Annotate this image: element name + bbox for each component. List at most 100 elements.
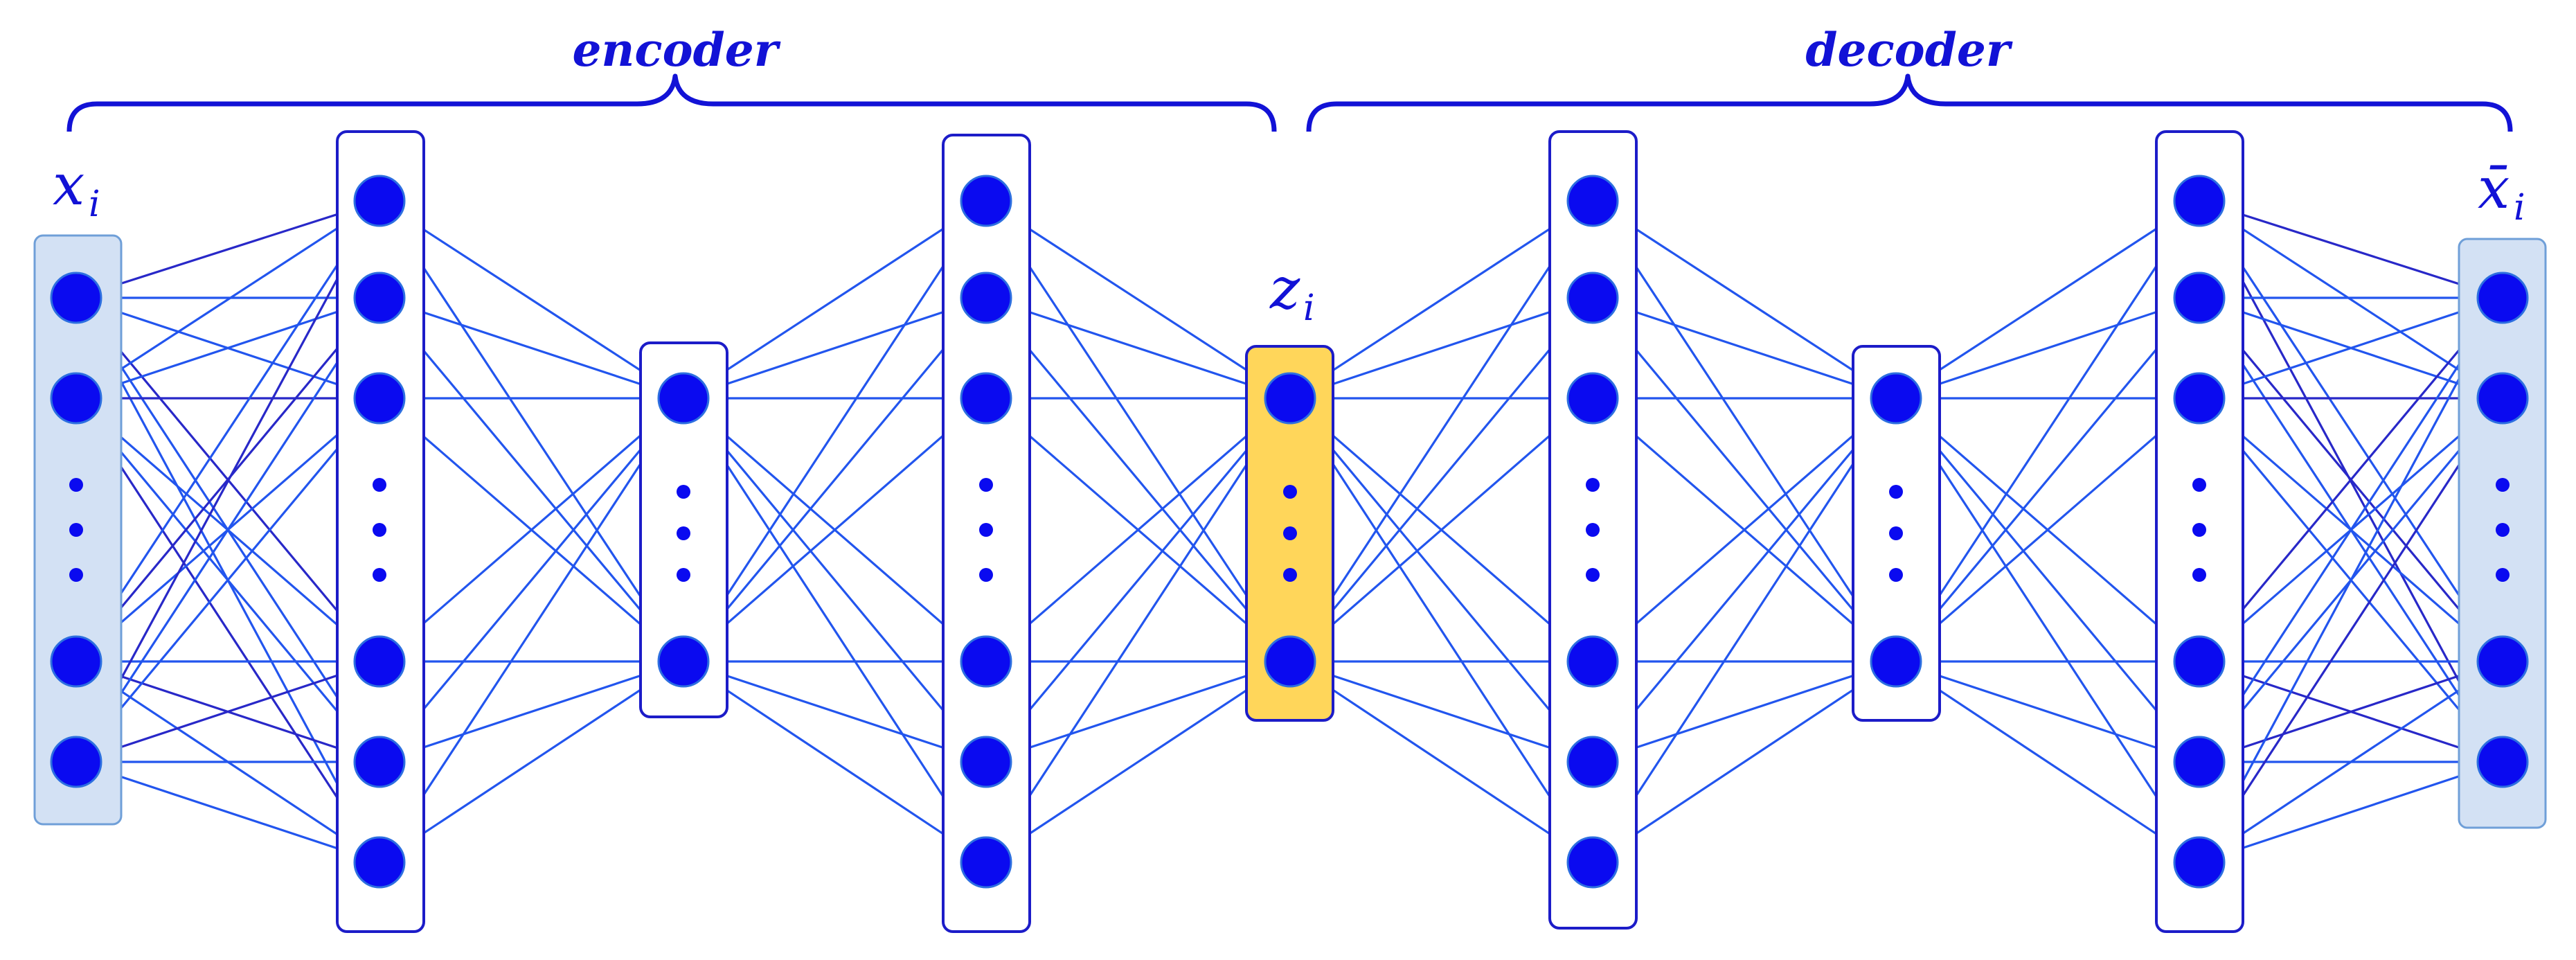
connection-line <box>1591 200 1897 662</box>
neuron-output-1 <box>2476 272 2529 324</box>
neuron-output-2 <box>2476 372 2529 425</box>
connection-line <box>683 296 987 400</box>
connection-line <box>378 200 685 662</box>
connection-line <box>985 296 1291 663</box>
connection-line <box>2199 199 2503 299</box>
ellipsis-dot <box>373 523 386 537</box>
neuron-latent-2 <box>1264 635 1316 688</box>
input-label: x i <box>53 152 100 225</box>
ellipsis-dot <box>677 485 690 499</box>
ellipsis-dot <box>1889 526 1903 540</box>
connection-line <box>1895 296 2200 400</box>
connection-line <box>75 660 380 763</box>
neuron-hidden-1-3 <box>353 372 406 425</box>
connection-line <box>379 296 684 400</box>
connection-line <box>985 199 1291 400</box>
connection-line <box>378 397 685 763</box>
connection-line <box>379 660 684 864</box>
connection-line <box>1591 296 1897 663</box>
neuron-hidden-1-1 <box>353 175 406 227</box>
connection-line <box>1592 660 1897 864</box>
connection-line <box>2199 296 2503 400</box>
neuron-hidden-3-5 <box>960 736 1012 788</box>
connection-line <box>75 398 381 863</box>
connection-line <box>1289 397 1594 663</box>
ellipsis-dot <box>1889 485 1903 499</box>
connection-line <box>1591 397 1897 763</box>
ellipsis-dot <box>2192 523 2206 537</box>
connection-line <box>1289 199 1593 400</box>
ellipsis-dot <box>2496 478 2510 492</box>
ellipsis-dot <box>979 478 993 492</box>
ellipsis-dot <box>979 523 993 537</box>
neuron-latent-1 <box>1264 372 1316 425</box>
connection-line <box>1895 397 2201 763</box>
output-label-sub: i <box>2514 187 2525 229</box>
connections <box>75 199 2504 864</box>
connection-line <box>1592 296 1897 400</box>
connection-line <box>682 200 987 662</box>
ellipsis-dot <box>677 568 690 582</box>
connection-line <box>1592 199 1897 400</box>
neuron-hidden-3-1 <box>960 175 1012 227</box>
ellipsis-dot <box>2496 568 2510 582</box>
connection-line <box>75 297 381 763</box>
neuron-hidden-4-6 <box>1566 836 1619 889</box>
neuron-hidden-6-6 <box>2173 836 2226 889</box>
neuron-hidden-6-3 <box>2173 372 2226 425</box>
connection-line <box>1289 296 1594 663</box>
input-label-main: x <box>53 152 84 218</box>
connection-line <box>75 296 380 400</box>
encoder-brace <box>66 73 1277 132</box>
connection-line <box>1289 397 1594 763</box>
neuron-hidden-4-2 <box>1566 272 1619 324</box>
connection-line <box>683 660 987 864</box>
connection-line <box>1592 660 1897 763</box>
connection-line <box>2199 660 2503 864</box>
encoder-label: encoder <box>572 23 780 77</box>
neuron-hidden-2-1 <box>657 372 710 425</box>
input-label-sub: i <box>89 184 100 225</box>
neuron-hidden-1-4 <box>353 635 406 688</box>
connection-line <box>2198 398 2504 863</box>
connection-line <box>1895 200 2201 662</box>
ellipsis-dot <box>69 523 83 537</box>
latent-label-sub: i <box>1303 287 1315 329</box>
ellipsis-dot <box>2496 523 2510 537</box>
connection-line <box>2198 297 2504 763</box>
connection-line <box>683 199 987 400</box>
connection-line <box>1289 660 1593 763</box>
connection-line <box>1895 398 2201 863</box>
neuron-hidden-4-3 <box>1566 372 1619 425</box>
neuron-input-3 <box>50 635 102 688</box>
connection-line <box>1895 296 2201 663</box>
connection-line <box>379 660 684 763</box>
connection-line <box>682 397 987 763</box>
connection-line <box>985 660 1291 763</box>
ellipsis-dot <box>1586 478 1600 492</box>
connection-line <box>75 200 381 662</box>
neurons <box>50 175 2529 889</box>
connection-line <box>1591 397 1897 663</box>
ellipsis-dot <box>2192 568 2206 582</box>
neuron-output-4 <box>2476 736 2529 788</box>
connection-line <box>985 397 1291 663</box>
ellipsis-dot <box>1283 526 1297 540</box>
connection-line <box>75 397 381 763</box>
output-label: x̄ i <box>2478 156 2525 229</box>
ellipsis-dot <box>69 478 83 492</box>
connection-line <box>2198 200 2504 662</box>
neuron-hidden-6-2 <box>2173 272 2226 324</box>
ellipsis-dot <box>1586 568 1600 582</box>
neuron-hidden-3-3 <box>960 372 1012 425</box>
connection-line <box>985 660 1291 864</box>
ellipsis-dot <box>1889 568 1903 582</box>
connection-line <box>683 660 987 763</box>
connection-line <box>1289 296 1593 400</box>
connection-line <box>1289 660 1593 864</box>
connection-line <box>1895 660 2200 763</box>
connection-line <box>2199 199 2503 400</box>
neuron-output-3 <box>2476 635 2529 688</box>
connection-line <box>1895 199 2200 400</box>
connection-line <box>682 397 987 663</box>
